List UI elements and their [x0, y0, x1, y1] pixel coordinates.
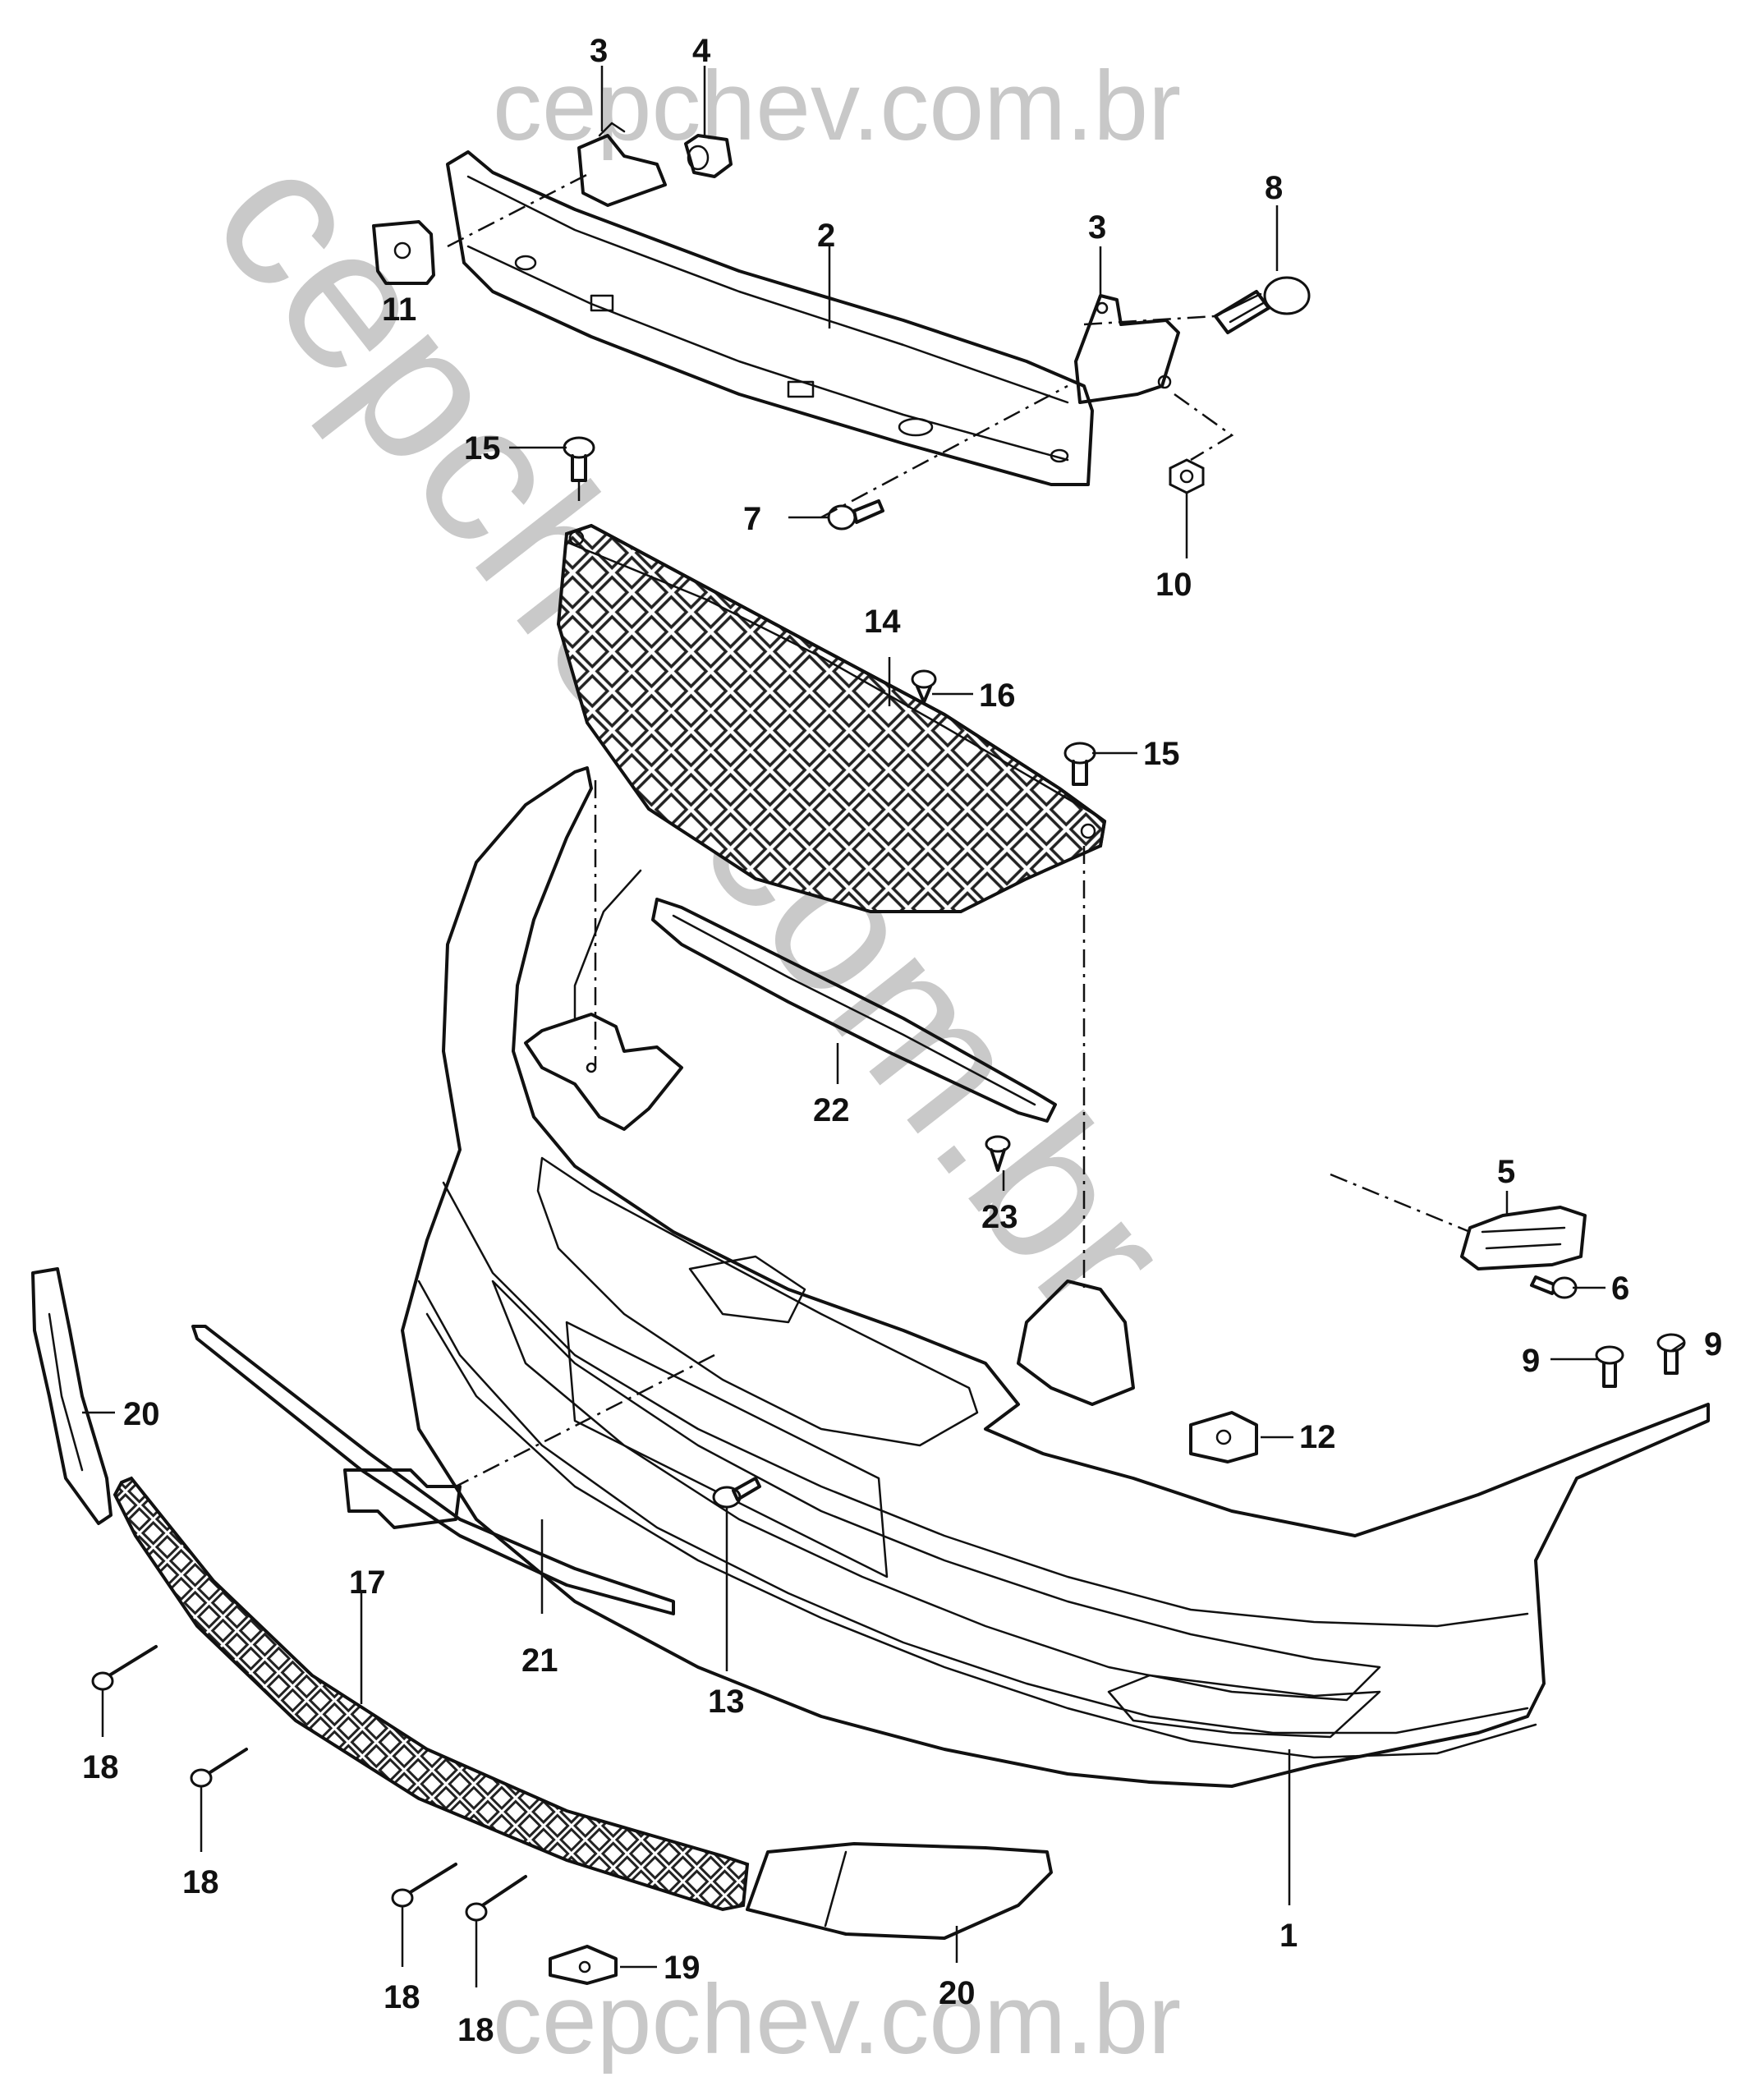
callout-7: 7 — [743, 501, 761, 537]
fog-trim-right — [746, 1842, 1053, 1940]
callout-18-b: 18 — [182, 1864, 219, 1900]
screw-18-b — [190, 1748, 248, 1788]
callout-3-left: 3 — [590, 33, 608, 69]
lower-grille — [113, 1476, 750, 1912]
screw-9-right — [1656, 1333, 1686, 1375]
screw-13 — [712, 1477, 761, 1509]
callout-18-c: 18 — [384, 1979, 420, 2015]
chrome-strip — [191, 1325, 675, 1615]
callout-13: 13 — [708, 1684, 745, 1720]
grille-bracket-strip — [651, 898, 1057, 1123]
fog-trim-left — [31, 1267, 113, 1525]
callout-23: 23 — [981, 1199, 1018, 1235]
callout-9-right: 9 — [1704, 1326, 1722, 1362]
bracket-right — [1074, 294, 1180, 404]
callout-11: 11 — [382, 292, 416, 328]
side-bracket-5 — [1460, 1206, 1587, 1270]
push-clip-23 — [985, 1135, 1011, 1172]
bumper-cover — [401, 766, 1710, 1788]
nut-10 — [1169, 458, 1205, 494]
callout-18-a: 18 — [82, 1749, 119, 1785]
callout-21: 21 — [521, 1643, 558, 1679]
callout-8: 8 — [1265, 170, 1283, 206]
screw-18-a — [91, 1645, 158, 1691]
assembly-lines — [447, 171, 1471, 1488]
bracket-left — [577, 122, 667, 207]
callout-16: 16 — [979, 678, 1016, 714]
screw-15-right — [1063, 742, 1096, 786]
screw-18-d — [465, 1875, 527, 1922]
callout-3-right: 3 — [1088, 209, 1106, 246]
callout-2: 2 — [817, 218, 835, 254]
callout-20-right: 20 — [939, 1975, 976, 2011]
callout-15-right: 15 — [1143, 736, 1180, 772]
callout-22: 22 — [813, 1092, 850, 1128]
watermark-bottom: cepchev.com.br — [493, 1964, 1181, 2075]
callout-1: 1 — [1279, 1918, 1298, 1954]
callout-19: 19 — [664, 1950, 701, 1986]
clip-nut — [372, 220, 435, 285]
callouts: 3 4 2 3 8 11 15 7 10 14 16 15 22 23 5 6 … — [82, 33, 1722, 2048]
callout-14: 14 — [864, 604, 901, 640]
callout-5: 5 — [1497, 1154, 1515, 1190]
clip-nut-12 — [1189, 1411, 1258, 1463]
screw-9-left — [1595, 1345, 1624, 1388]
upper-grille — [556, 523, 1107, 913]
callout-20-left: 20 — [123, 1396, 160, 1432]
screw-18-c — [391, 1863, 457, 1908]
reinforcement-beam — [446, 150, 1094, 486]
clip-19 — [549, 1945, 618, 1985]
callout-9-left: 9 — [1522, 1343, 1540, 1379]
screw-6 — [1530, 1275, 1578, 1299]
leader-lines — [82, 66, 1684, 1987]
watermark-top: cepchev.com.br — [493, 51, 1181, 161]
callout-15-top: 15 — [464, 430, 501, 466]
callout-17: 17 — [349, 1564, 386, 1601]
bolt-7 — [827, 499, 884, 531]
bolt-large — [1214, 276, 1311, 334]
bump-stop — [684, 134, 733, 178]
callout-18-d: 18 — [457, 2012, 494, 2048]
callout-6: 6 — [1611, 1270, 1629, 1307]
callout-4: 4 — [692, 33, 711, 69]
callout-10: 10 — [1155, 567, 1192, 603]
callout-12: 12 — [1299, 1419, 1336, 1455]
